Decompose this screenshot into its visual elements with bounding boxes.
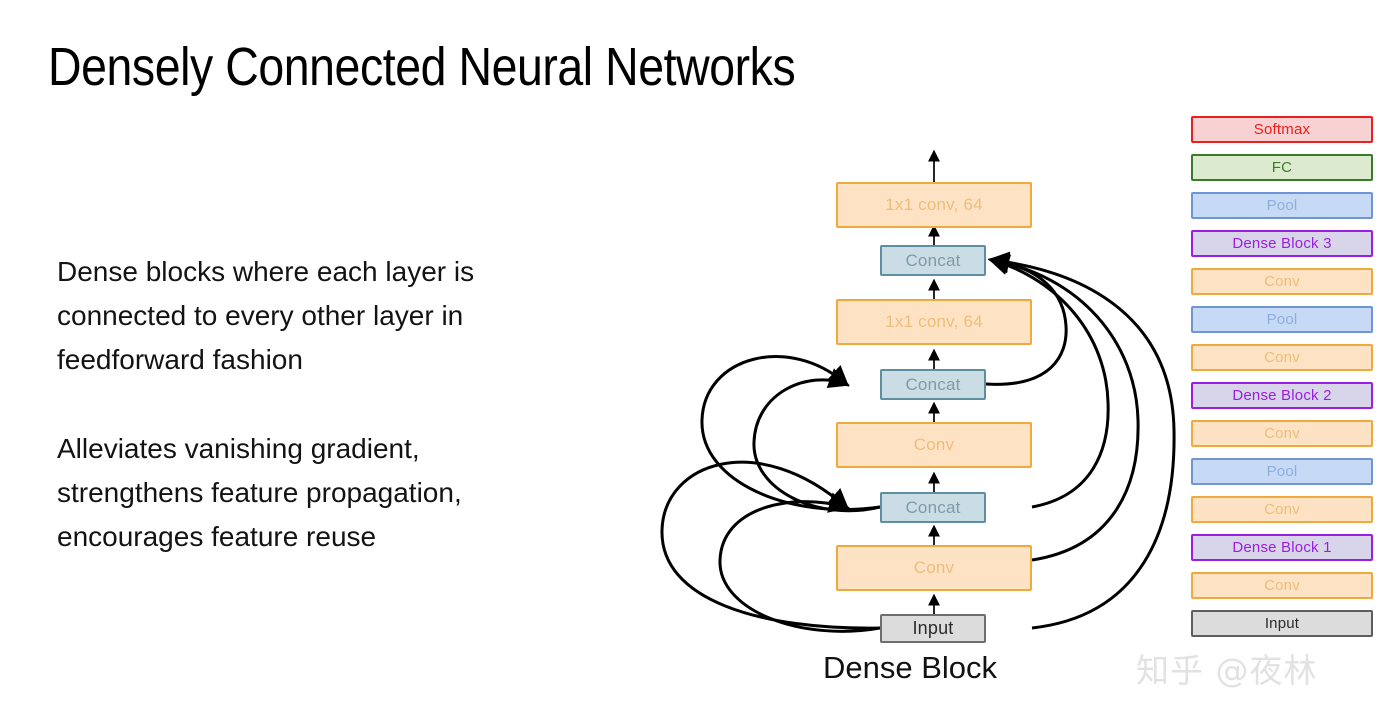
dense-block-diagram: 1x1 conv, 64 Concat 1x1 conv, 64 Concat …: [640, 130, 1180, 710]
dense-block-connections: [660, 149, 1176, 633]
dense-node-concat-2: Concat: [880, 369, 986, 400]
arch-item: FC: [1191, 154, 1373, 181]
arch-item: Pool: [1191, 306, 1373, 333]
dense-node-conv-bottom: Conv: [836, 545, 1032, 591]
arch-item: Conv: [1191, 496, 1373, 523]
body-paragraph-1: Dense blocks where each layer is connect…: [57, 256, 475, 375]
dense-block-caption: Dense Block: [822, 650, 998, 685]
arch-item: Conv: [1191, 268, 1373, 295]
arch-item: Conv: [1191, 572, 1373, 599]
dense-node-input: Input: [880, 614, 986, 643]
dense-node-conv-top: 1x1 conv, 64: [836, 182, 1032, 228]
arch-item: Conv: [1191, 420, 1373, 447]
dense-node-conv-third: Conv: [836, 422, 1032, 468]
dense-node-concat-3: Concat: [880, 245, 986, 276]
arch-item: Softmax: [1191, 116, 1373, 143]
dense-node-conv-second: 1x1 conv, 64: [836, 299, 1032, 345]
arch-item: Dense Block 2: [1191, 382, 1373, 409]
page-title: Densely Connected Neural Networks: [48, 37, 796, 97]
dense-node-concat-1: Concat: [880, 492, 986, 523]
arch-item: Conv: [1191, 344, 1373, 371]
arch-item: Pool: [1191, 192, 1373, 219]
arch-item: Dense Block 1: [1191, 534, 1373, 561]
watermark: 知乎 @夜林: [1136, 651, 1318, 690]
arch-item: Dense Block 3: [1191, 230, 1373, 257]
body-paragraph-2: Alleviates vanishing gradient, strengthe…: [57, 433, 462, 552]
arch-item: Input: [1191, 610, 1373, 637]
arch-item: Pool: [1191, 458, 1373, 485]
